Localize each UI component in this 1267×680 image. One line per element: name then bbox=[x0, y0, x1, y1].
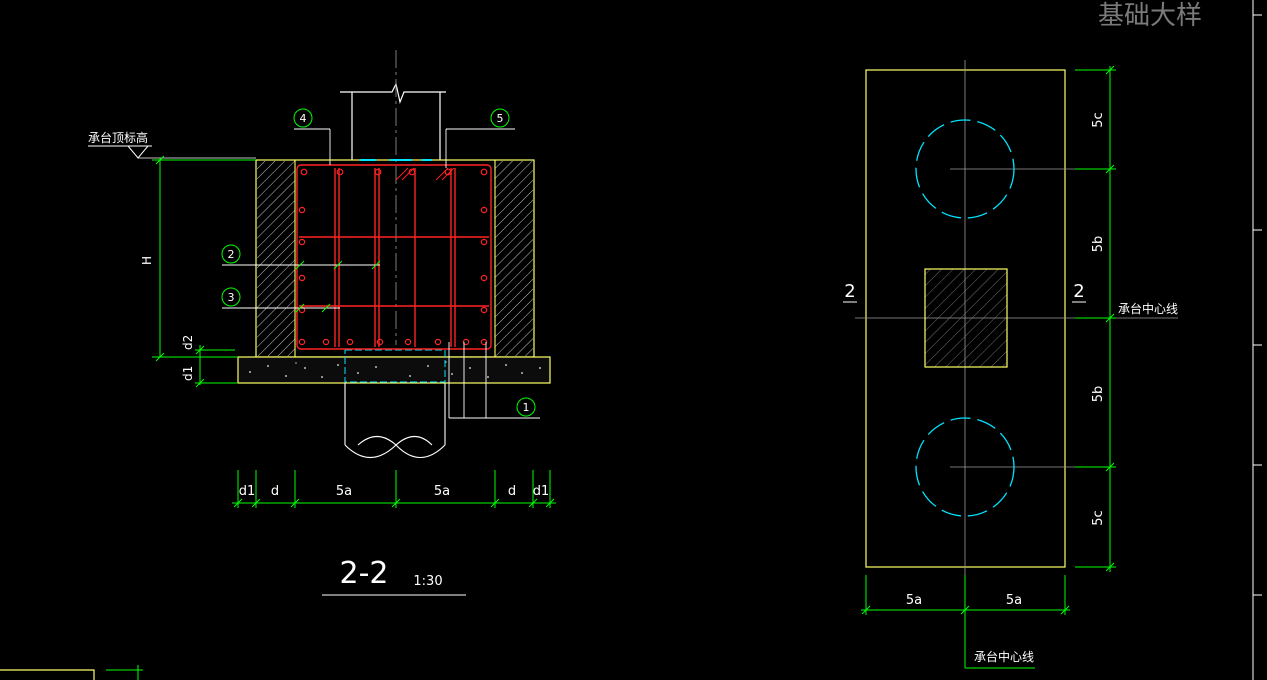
dim-5c-top: 5c bbox=[1091, 112, 1106, 127]
callout-4-number: 4 bbox=[300, 112, 307, 125]
centerline-label-bottom: 承台中心线 bbox=[974, 649, 1034, 664]
d1-dim-label: d1 bbox=[181, 366, 195, 381]
bottom-dimension-chain bbox=[232, 470, 556, 508]
callout-1-number: 1 bbox=[523, 401, 530, 414]
dim-d-right: d bbox=[508, 484, 516, 499]
plan-bottom-dimensions bbox=[861, 575, 1070, 669]
d2-dim-label: d2 bbox=[181, 335, 195, 350]
dim-5c-bottom: 5c bbox=[1091, 510, 1106, 525]
plan-right-dimensions bbox=[1075, 65, 1116, 572]
plan-column bbox=[924, 268, 1008, 368]
plan-centerlines bbox=[855, 60, 1178, 580]
plan-bottom-dim-labels: 5a 5a bbox=[906, 593, 1022, 608]
dim-5a-left: 5a bbox=[336, 484, 352, 499]
cushion-dots bbox=[249, 361, 541, 378]
callout-3: 3 bbox=[221, 287, 340, 313]
plan-cap-outline bbox=[865, 69, 1066, 568]
dim-d-left: d bbox=[271, 484, 279, 499]
elevation-mark: 承台顶标高 bbox=[88, 130, 256, 159]
callout-2-number: 2 bbox=[228, 248, 235, 261]
section-mark-left: 2 bbox=[844, 281, 855, 302]
callout-3-number: 3 bbox=[228, 291, 235, 304]
dim-5b-upper: 5b bbox=[1091, 236, 1106, 253]
dim-5a-right: 5a bbox=[434, 484, 450, 499]
dim-5b-lower: 5b bbox=[1091, 386, 1106, 403]
plan-right-dim-labels: 5c 5b 5b 5c bbox=[1091, 112, 1106, 525]
pile-outline bbox=[344, 349, 446, 459]
section-title: 2-2 bbox=[340, 556, 389, 591]
height-dim-label: H bbox=[140, 256, 154, 265]
dim-5a-plan-left: 5a bbox=[906, 593, 922, 608]
callout-5: 5 bbox=[445, 108, 515, 168]
rebar-dots bbox=[298, 168, 488, 346]
cushion-layer bbox=[237, 356, 551, 384]
drawing-frame bbox=[1252, 0, 1262, 680]
callout-4: 4 bbox=[293, 108, 331, 165]
section-scale: 1:30 bbox=[413, 574, 442, 589]
centerline-label-right: 承台中心线 bbox=[1118, 301, 1178, 316]
dim-d1-right: d1 bbox=[533, 484, 550, 499]
column-outline bbox=[340, 50, 446, 345]
height-dimensions bbox=[152, 155, 256, 388]
dim-5a-plan-right: 5a bbox=[1006, 593, 1022, 608]
callout-1: 1 bbox=[448, 342, 540, 419]
left-hatch-zone bbox=[257, 161, 295, 356]
bottom-dimension-labels: d1 d 5a 5a d d1 bbox=[239, 484, 550, 499]
pile-bottom bbox=[915, 417, 1015, 517]
plan-view: 2 2 5c 5b 5b 5c 承台中心线 bbox=[843, 60, 1178, 669]
section-2-2-view: 承台顶标高 H d2 d1 4 bbox=[88, 50, 556, 596]
callout-2: 2 bbox=[221, 244, 381, 270]
drawing-title: 基础大样 bbox=[1098, 1, 1202, 31]
partial-fragment-bottom-left bbox=[0, 665, 143, 680]
right-hatch-zone bbox=[495, 161, 533, 356]
callout-5-number: 5 bbox=[497, 112, 504, 125]
rebar-cage bbox=[296, 164, 492, 350]
elevation-label: 承台顶标高 bbox=[88, 130, 148, 145]
dim-d1-left: d1 bbox=[239, 484, 256, 499]
section-mark-right: 2 bbox=[1073, 281, 1084, 302]
pile-top bbox=[915, 119, 1015, 219]
